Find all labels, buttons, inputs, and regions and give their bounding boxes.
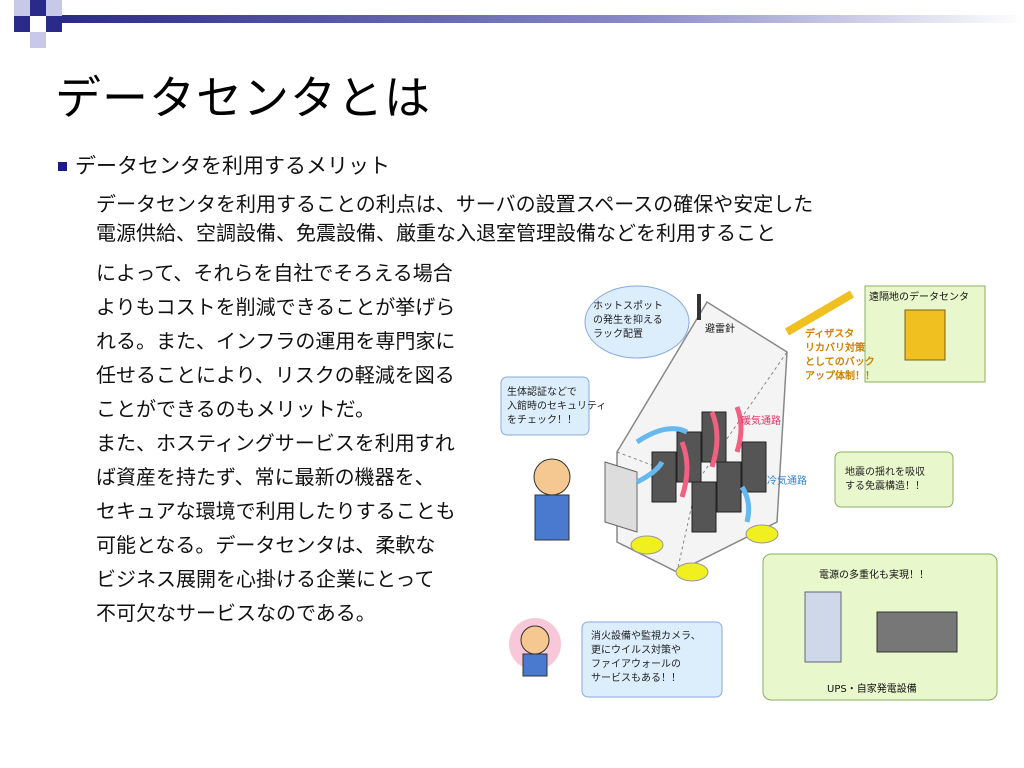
hotspot-line: の発生を抑える: [593, 315, 663, 326]
datacenter-illustration: ホットスポット の発生を抑える ラック配置 避雷針 遠隔地のデータセンタ ディザ…: [497, 282, 1002, 702]
body-line: セキュアな環境で利用したりすることも: [96, 499, 456, 523]
cold-aisle-label: 冷気通路: [767, 476, 807, 487]
body-line: また、ホスティングサービスを利用すれ: [96, 431, 455, 455]
body-line: ビジネス展開を心掛ける企業にとって: [96, 567, 435, 591]
body-line: ば資産を持たず、常に最新の機器を、: [96, 465, 435, 489]
power-box-caption: UPS・自家発電設備: [827, 684, 917, 695]
disaster-line: ディザスタ: [805, 329, 855, 340]
services-line: ファイアウォールの: [591, 659, 681, 670]
quake-line: する免震構造！！: [845, 481, 925, 492]
disaster-recovery-text: ディザスタ リカバリ対策 としてのバック アップ体制！！: [805, 328, 875, 384]
security-line: 生体認証などで: [507, 387, 577, 398]
slide-title: データセンタとは: [55, 71, 431, 125]
body-line: 可能となる。データセンタは、柔軟な: [96, 533, 436, 557]
security-line: をチェック！！: [507, 415, 577, 426]
hotspot-bubble-text: ホットスポット の発生を抑える ラック配置: [593, 300, 663, 342]
lightning-rod-label: 避雷針: [705, 324, 735, 335]
illustration-graphic: [500, 285, 998, 701]
disaster-line: アップ体制！！: [805, 371, 875, 382]
services-line: 消火設備や監視カメラ、: [591, 631, 701, 642]
services-bubble-text: 消火設備や監視カメラ、 更にウイルス対策や ファイアウォールの サービスもある！…: [591, 630, 701, 686]
body-text-narrow: によって、それらを自社でそろえる場合 よりもコストを削減できることが挙げら れる…: [96, 256, 456, 630]
body-line: によって、それらを自社でそろえる場合: [96, 261, 453, 285]
body-line: 任せることにより、リスクの軽減を図る: [96, 363, 455, 387]
header-decoration: [0, 0, 1024, 48]
services-line: 更にウイルス対策や: [591, 645, 681, 656]
body-line: データセンタを利用することの利点は、サーバの設置スペースの確保や安定した: [96, 192, 814, 216]
body-line: よりもコストを削減できることが挙げら: [96, 295, 456, 319]
security-line: 入館時のセキュリティ: [507, 401, 607, 412]
body-text-wide: データセンタを利用することの利点は、サーバの設置スペースの確保や安定した 電源供…: [96, 190, 813, 248]
disaster-line: リカバリ対策: [805, 343, 865, 354]
hotspot-line: ラック配置: [593, 329, 643, 340]
exhaust-path-label: 暖気通路: [741, 416, 781, 427]
header-decoration-graphic: [0, 0, 1024, 48]
security-bubble-text: 生体認証などで 入館時のセキュリティ をチェック！！: [507, 386, 606, 428]
body-line: 不可欠なサービスなのである。: [96, 601, 376, 625]
body-line: 電源供給、空調設備、免震設備、厳重な入退室管理設備などを利用すること: [96, 221, 776, 245]
bullet-square-icon: [58, 161, 67, 171]
hotspot-line: ホットスポット: [593, 301, 663, 312]
bullet-heading-text: データセンタを利用するメリット: [75, 154, 390, 178]
bullet-heading: データセンタを利用するメリット: [58, 150, 390, 180]
body-line: れる。また、インフラの運用を専門家に: [96, 329, 456, 353]
power-box-title: 電源の多重化も実現！！: [819, 570, 929, 581]
quake-line: 地震の揺れを吸収: [845, 467, 925, 478]
services-line: サービスもある！！: [591, 673, 681, 684]
quake-bubble-text: 地震の揺れを吸収 する免震構造！！: [845, 466, 925, 494]
remote-dc-label: 遠隔地のデータセンタ: [869, 292, 969, 303]
disaster-line: としてのバック: [805, 357, 875, 368]
body-line: ことができるのもメリットだ。: [96, 397, 375, 421]
